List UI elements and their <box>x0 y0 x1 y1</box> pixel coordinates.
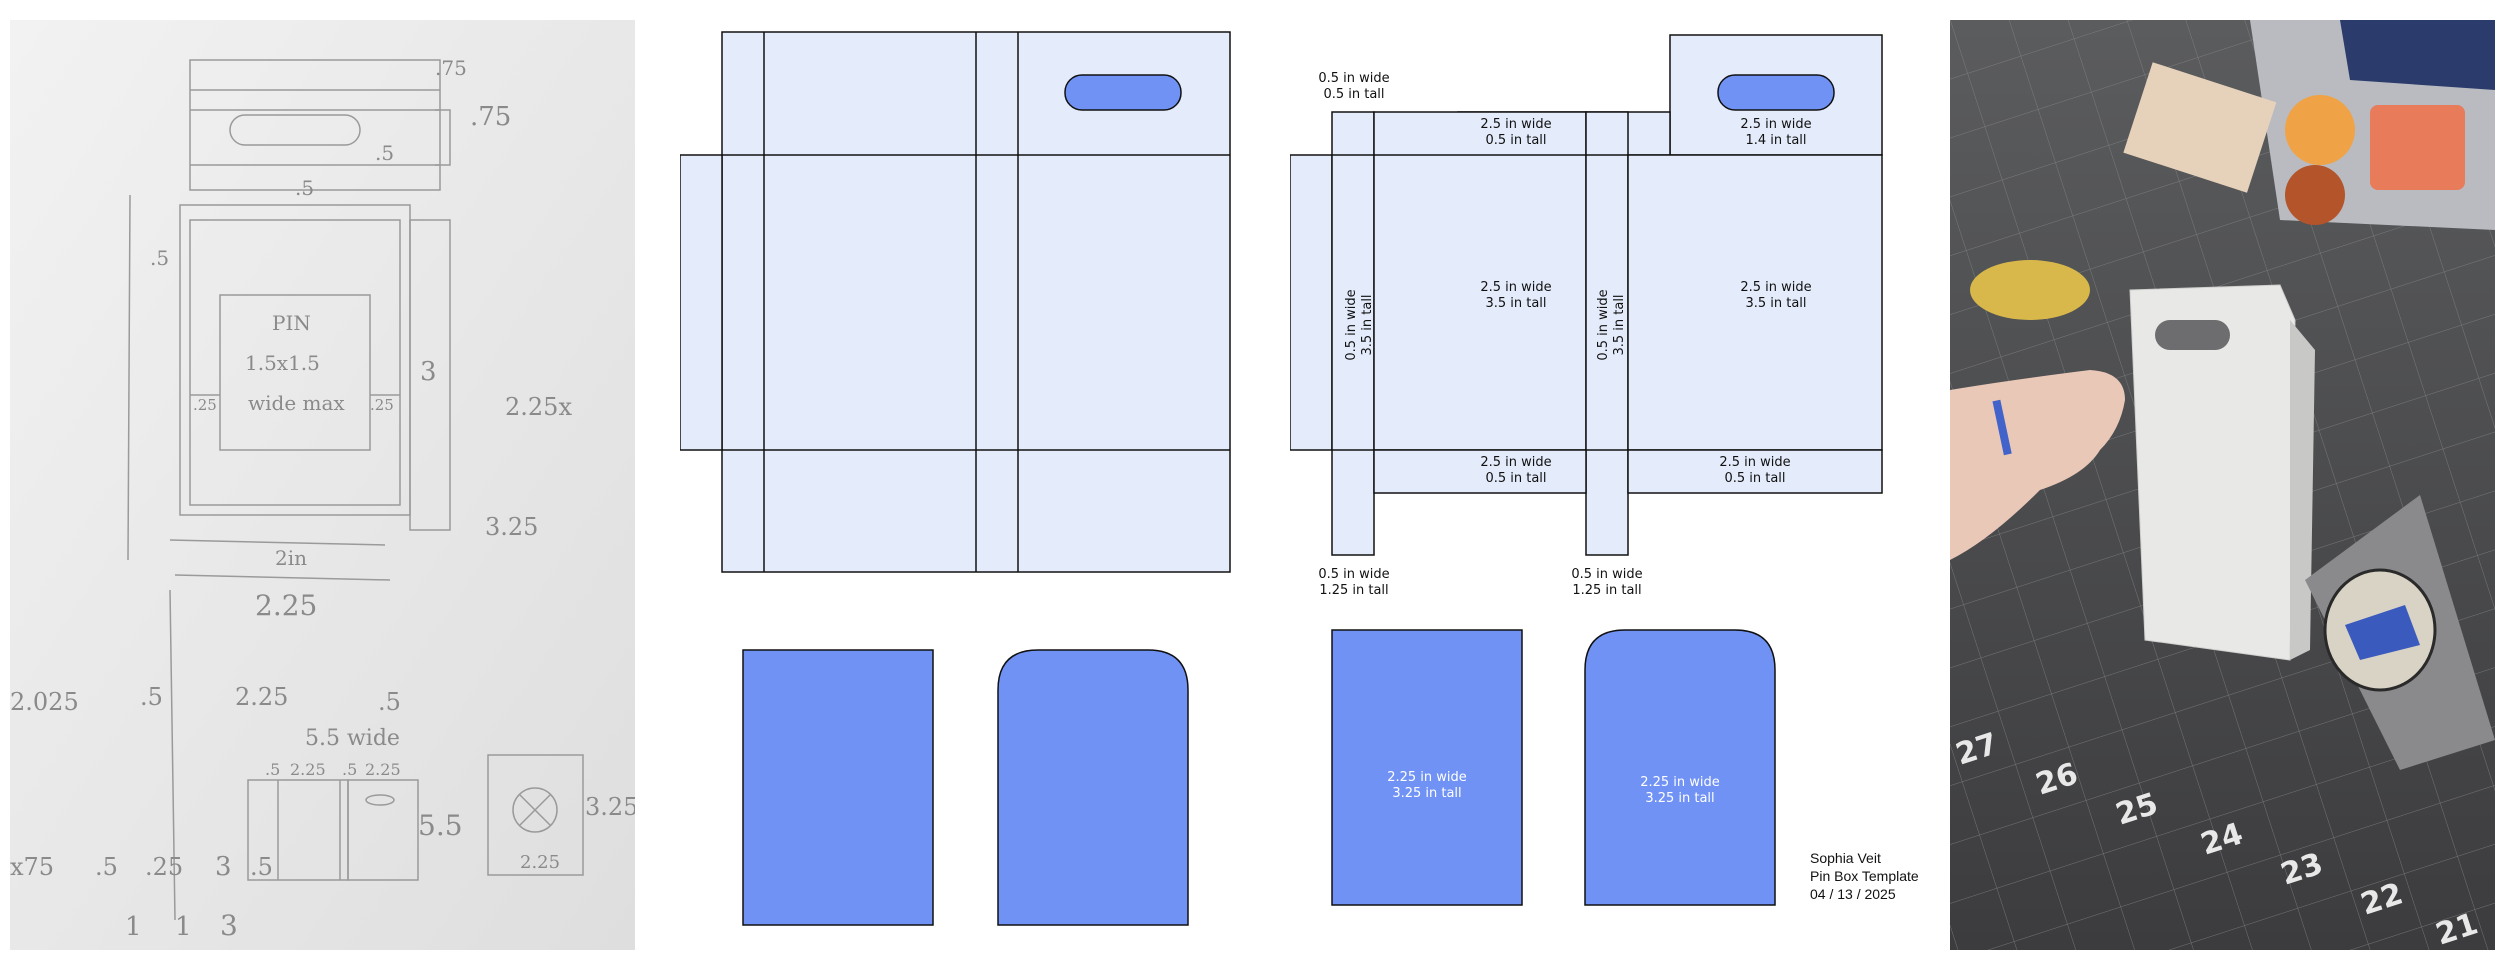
sketch-dim-label: .5 <box>95 853 118 881</box>
blank-card-square <box>742 649 934 926</box>
sketch-dim-label: 2.25 <box>520 852 560 873</box>
sketch-pin-title: PIN <box>272 311 311 335</box>
sketch-dim-label: .5 <box>265 760 280 779</box>
sketch-pin-size: 1.5x1.5 <box>245 351 320 375</box>
sketch-hanger-outline <box>189 59 441 191</box>
sketch-dim-label: 2in <box>275 546 307 570</box>
sketch-dim-label: 1 <box>175 912 192 942</box>
sketch-dim-label: .5 <box>150 246 169 270</box>
left-side-strip <box>1331 111 1375 556</box>
credit-author: Sophia Veit <box>1810 850 1881 866</box>
tape-roll <box>1970 260 2090 320</box>
sketch-pin-note: wide max <box>248 391 345 415</box>
sketch-dim-label: 2.025 <box>10 688 79 716</box>
sketch-dim-label: .5 <box>250 853 273 881</box>
sketch-dim-label: .5 <box>140 683 163 711</box>
left-side-label: 0.5 in wide3.5 in tall <box>1344 289 1375 360</box>
sketch-dim-label: .5 <box>295 176 314 200</box>
glue-tab <box>1290 154 1333 451</box>
sketch-dim-label: 2.25 <box>365 760 401 779</box>
sketch-dim-label: 1 <box>125 912 142 942</box>
sketch-dim-label: .5 <box>378 688 401 716</box>
front-bottom-flap <box>1373 449 1587 494</box>
credit-project: Pin Box Template <box>1810 868 1919 884</box>
sketch-dim-label: 2.25 <box>235 683 288 711</box>
sketch-dim-label: .25 <box>145 853 183 881</box>
photo-sticker <box>2370 105 2465 190</box>
sketch-dim-label: .75 <box>435 56 467 80</box>
sketch-dim-label: x75 <box>10 853 54 881</box>
sketch-dim-label: 3 <box>220 909 238 942</box>
right-side-label: 0.5 in wide3.5 in tall <box>1596 289 1627 360</box>
sketch-dim-label: .25 <box>193 396 217 414</box>
credit-date: 04 / 13 / 2025 <box>1810 886 1896 902</box>
card-square <box>1331 629 1523 906</box>
box-hanger-hole <box>2155 320 2230 350</box>
blank-template-panel <box>680 25 1240 935</box>
sketch-panel: .75 .75 .5 .5 .5 PIN 1.5x1.5 wide max 3 … <box>10 20 635 950</box>
right-side-strip <box>1585 111 1629 556</box>
sketch-dim-label: .5 <box>342 760 357 779</box>
lion-sticker <box>2285 95 2355 165</box>
sketch-dim-label: 2.25x <box>505 393 572 421</box>
sketch-drawing: .75 .75 .5 .5 .5 PIN 1.5x1.5 wide max 3 … <box>10 20 635 950</box>
card-rounded <box>1584 629 1776 906</box>
sketch-pin-area <box>219 294 371 451</box>
product-photo: 27 26 25 24 23 22 21 <box>1950 20 2495 950</box>
blank-glue-tab <box>680 154 723 451</box>
sketch-dim-label: .75 <box>470 102 511 132</box>
hanger-hole <box>1717 74 1835 111</box>
sketch-dim-label: 2.25 <box>255 589 317 622</box>
blank-template-drawing <box>680 31 1231 926</box>
sketch-dim-label: 3 <box>420 357 437 387</box>
back-bottom-flap <box>1627 449 1883 494</box>
sketch-dim-label: .5 <box>375 141 394 165</box>
sketch-dim-label: 5.5 <box>418 809 463 842</box>
sketch-dim-label: 3.25 <box>585 793 635 821</box>
sketch-dim-label: .25 <box>370 396 394 414</box>
front-panel <box>1373 111 1587 451</box>
sketch-dim-label: 3.25 <box>485 513 538 541</box>
blank-card-rounded <box>997 649 1189 926</box>
sketch-dim-label: 3 <box>215 852 232 882</box>
sticky-notes <box>2123 62 2277 193</box>
sketch-dim-label: 5.5 wide <box>305 726 400 751</box>
ring <box>1992 399 2012 456</box>
sketch-dim-label: 2.25 <box>290 760 326 779</box>
laptop-keyboard <box>2340 20 2495 90</box>
back-panel <box>1627 154 1883 451</box>
blank-hanger-hole <box>1064 74 1182 111</box>
hand <box>1950 370 2125 560</box>
sketch-hanger-hole <box>229 114 361 146</box>
photo-panel: 27 26 25 24 23 22 21 <box>1950 20 2495 950</box>
